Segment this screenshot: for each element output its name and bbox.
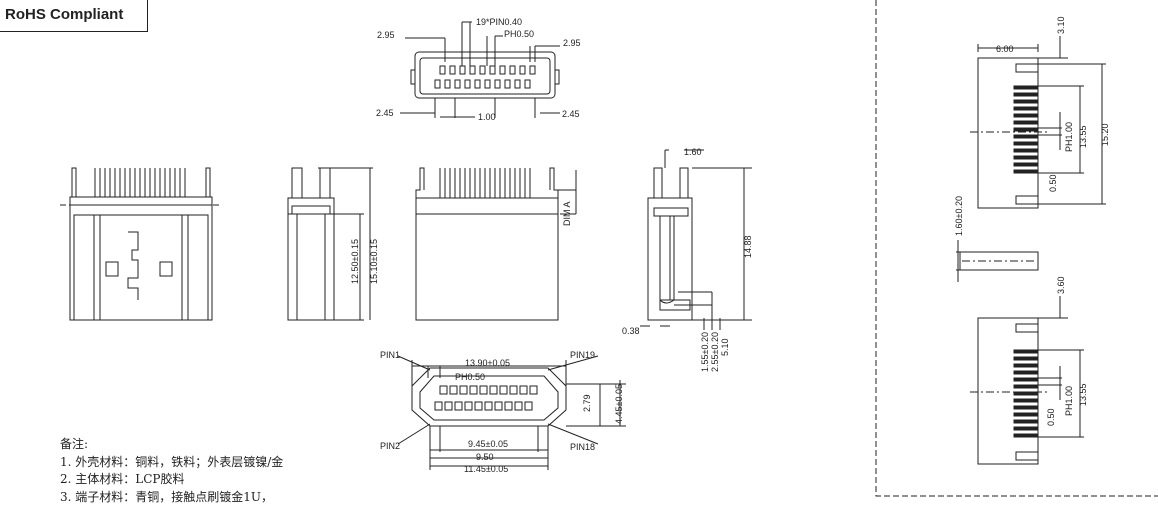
dim-top-left: 2.95 (377, 30, 395, 40)
dim-height-1: 12.50±0.15 (350, 239, 360, 284)
dim-bottom-left: 2.45 (376, 108, 394, 118)
dim-face-pitch: PH0.50 (455, 372, 485, 382)
dim-center: 1.00 (478, 112, 496, 122)
top-face-pins-row1 (439, 65, 536, 75)
dim-pcb-pitch2: PH1.00 (1064, 386, 1074, 416)
front-view (60, 167, 222, 321)
label-pin19: PIN19 (570, 350, 595, 360)
notes-block: 备注: 1. 外壳材料：铜料，铁料；外表层镀镍/金 2. 主体材料：LCP胶料 … (60, 436, 283, 506)
dim-height-2: 15.10±0.15 (369, 239, 379, 284)
dim-face-width: 13.90±0.05 (465, 358, 510, 368)
dim-vertical-2: 2.55±0.20 (710, 332, 720, 372)
notes-title: 备注: (60, 437, 89, 451)
dim-pcb-small: 0.50 (1048, 174, 1058, 192)
dim-pin-count: 19*PIN0.40 (476, 17, 522, 27)
dim-pcb-width: 6.00 (996, 44, 1014, 54)
dim-face-w3: 11.45±0.05 (464, 464, 508, 474)
dim-pcb-span2: 15.20 (1100, 123, 1110, 146)
rohs-badge: RoHS Compliant (0, 0, 148, 32)
dim-pcb-span1: 13.55 (1078, 125, 1088, 148)
pcb-layout-bottom (970, 296, 1084, 465)
pcb-layout-top (970, 36, 1106, 209)
dim-pcb-pitch: PH1.00 (1064, 122, 1074, 152)
pcb-thickness-view (956, 240, 1039, 282)
dim-vertical-1: 1.55±0.20 (700, 332, 710, 372)
dim-face-w2: 9.50 (476, 452, 494, 462)
face-pins-row2 (434, 401, 533, 411)
front-pins (94, 168, 186, 197)
dim-top-right: 2.95 (563, 38, 581, 48)
side-view-1 (287, 167, 373, 321)
dim-top-pitch: PH0.50 (504, 29, 534, 39)
dim-pcb-gap: 3.60 (1056, 276, 1066, 294)
dim-height-3: 14.88 (743, 235, 753, 258)
notes-item-2: 2. 主体材料：LCP胶料 (60, 472, 185, 486)
pcb-pads-top (1013, 85, 1039, 174)
top-face-pins-row2 (434, 79, 531, 89)
dim-face-h1: 2.79 (582, 394, 592, 412)
pcb-pads-bottom (1013, 349, 1039, 438)
label-pin18: PIN18 (570, 442, 595, 452)
side-view-3 (640, 149, 752, 330)
dim-pcb-span3: 13.55 (1078, 383, 1088, 406)
mating-face-detail (397, 355, 626, 470)
dim-pcb-top: 3.10 (1056, 16, 1066, 34)
notes-item-1: 1. 外壳材料：铜料，铁料；外表层镀镍/金 (60, 454, 284, 469)
dim-a-label: DIM A (562, 201, 572, 226)
side2-pins (439, 168, 531, 198)
notes-item-3: 3. 端子材料：青铜，接触点刷镀金1U， (60, 489, 274, 504)
dim-face-h2: 4.45±0.05 (614, 384, 624, 424)
dim-bottom-right: 2.45 (562, 109, 580, 119)
dim-thickness: 1.60 (684, 147, 702, 157)
label-pin1: PIN1 (380, 350, 400, 360)
side-view-2 (415, 167, 577, 321)
dim-vertical-3: 5.10 (720, 338, 730, 356)
face-pins-row1 (439, 385, 538, 395)
pcb-layout-frame (875, 0, 1158, 497)
top-face-view (400, 21, 560, 118)
dim-pcb-thick: 1.60±0.20 (954, 196, 964, 236)
dim-offset: 0.38 (622, 326, 640, 336)
dim-pcb-small2: 0.50 (1046, 408, 1056, 426)
label-pin2: PIN2 (380, 441, 400, 451)
dim-face-w1: 9.45±0.05 (468, 439, 508, 449)
